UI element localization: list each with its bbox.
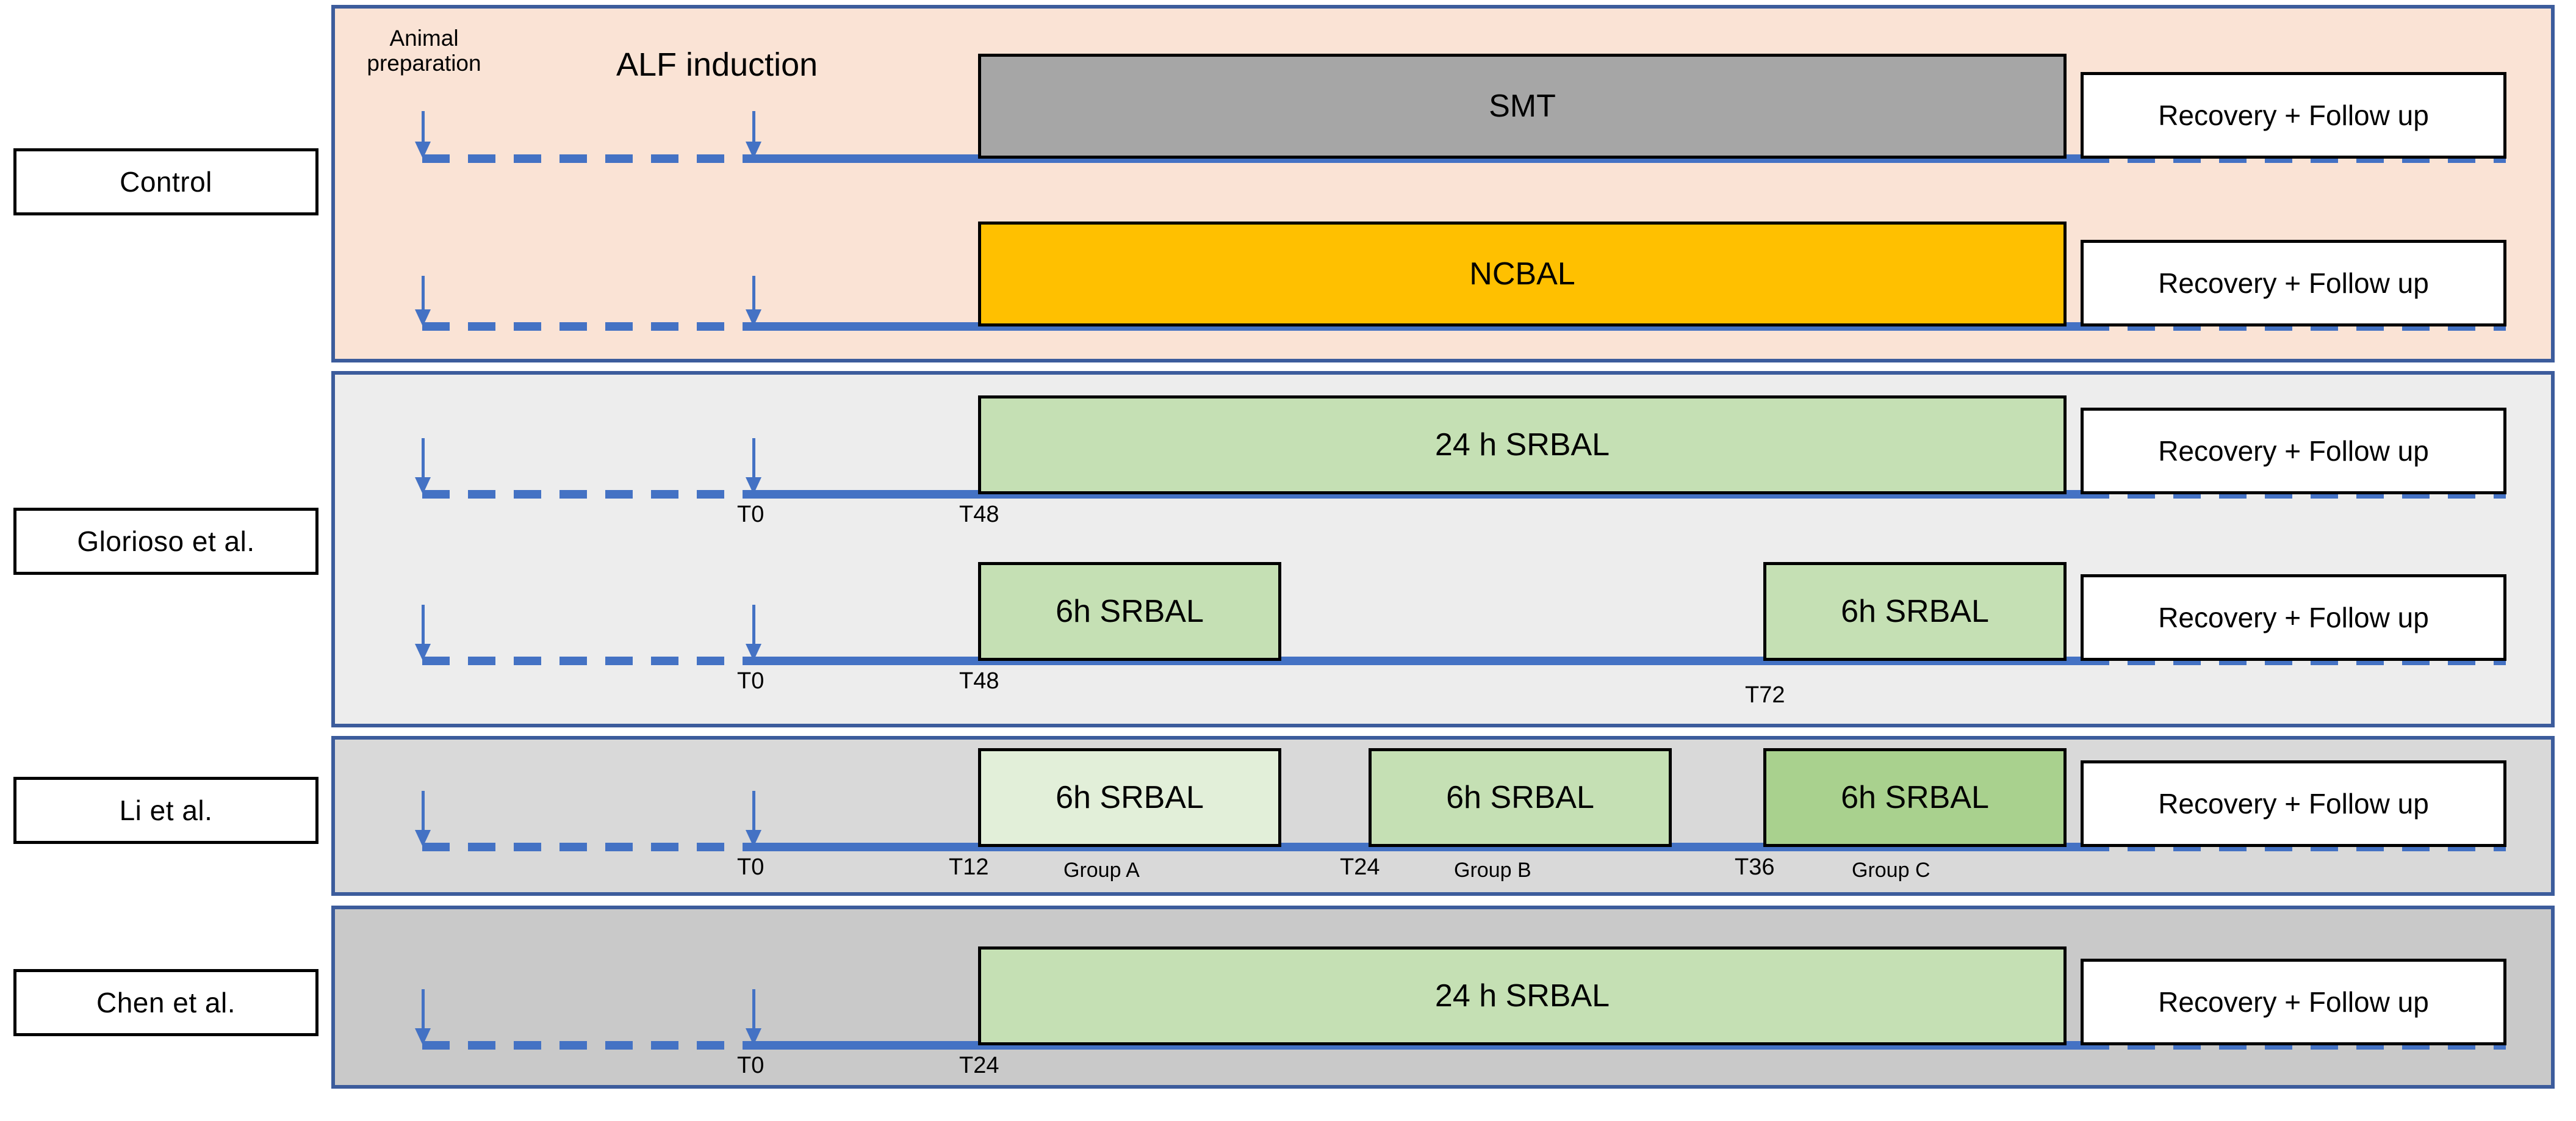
bar-recovery-row3-label: Recovery + Follow up (2158, 435, 2429, 467)
study-label-chen: Chen et al. (13, 969, 318, 1036)
bar-recovery-row4: Recovery + Follow up (2081, 574, 2506, 661)
annotation-alf-induction-text: ALF induction (616, 46, 818, 83)
tick-row5-t0: T0 (737, 854, 765, 880)
arrow-alf-induction-row1 (746, 111, 761, 159)
timeline-dashed-row3 (422, 490, 755, 499)
bar-srbal-6h-row5-b: 6h SRBAL (1369, 748, 1672, 847)
study-label-glorioso-text: Glorioso et al. (77, 525, 255, 557)
bar-recovery-row4-label: Recovery + Follow up (2158, 602, 2429, 633)
tick-row4-t48: T48 (959, 668, 999, 694)
study-label-li-text: Li et al. (119, 795, 213, 826)
arrow-animal-prep-row6 (415, 989, 431, 1045)
study-label-control-text: Control (120, 166, 212, 198)
tick-row4-t0: T0 (737, 668, 765, 694)
annotation-alf-induction: ALF induction (616, 46, 818, 84)
arrow-animal-prep-row1 (415, 111, 431, 159)
bar-recovery-row5: Recovery + Follow up (2081, 760, 2506, 847)
bar-srbal-6h-row5-c: 6h SRBAL (1763, 748, 2067, 847)
bar-smt-row1: SMT (978, 54, 2067, 159)
tick-row3-t48: T48 (959, 502, 999, 527)
bar-srbal-6h-row5-c-label: 6h SRBAL (1841, 780, 1989, 815)
tick-row6-t24: T24 (959, 1053, 999, 1078)
bar-recovery-row2-label: Recovery + Follow up (2158, 267, 2429, 299)
study-label-chen-text: Chen et al. (96, 987, 236, 1018)
study-label-glorioso: Glorioso et al. (13, 508, 318, 575)
bar-ncbal-row2-label: NCBAL (1469, 256, 1575, 292)
arrow-alf-induction-row6 (746, 989, 761, 1045)
bar-recovery-row3: Recovery + Follow up (2081, 408, 2506, 494)
bar-srbal-24h-row3: 24 h SRBAL (978, 395, 2067, 494)
annotation-animal-preparation: Animal preparation (345, 26, 503, 76)
bar-recovery-row5-label: Recovery + Follow up (2158, 788, 2429, 820)
tick-row4-t72: T72 (1745, 682, 1785, 708)
arrow-alf-induction-row5 (746, 791, 761, 847)
bar-srbal-6h-row4-a-label: 6h SRBAL (1056, 594, 1204, 629)
annotation-animal-preparation-line2: preparation (367, 51, 481, 76)
arrow-animal-prep-row5 (415, 791, 431, 847)
bar-srbal-6h-row5-a-label: 6h SRBAL (1056, 780, 1204, 815)
bar-srbal-6h-row4-b: 6h SRBAL (1763, 562, 2067, 661)
tick-row3-t0: T0 (737, 502, 765, 527)
bar-recovery-row1: Recovery + Follow up (2081, 72, 2506, 159)
group-tag-a: Group A (1063, 859, 1140, 882)
tick-row5-t24: T24 (1340, 854, 1380, 880)
bar-recovery-row6-label: Recovery + Follow up (2158, 986, 2429, 1018)
arrow-alf-induction-row2 (746, 276, 761, 326)
tick-row5-t36: T36 (1735, 854, 1775, 880)
tick-row5-t12: T12 (949, 854, 989, 880)
bar-ncbal-row2: NCBAL (978, 222, 2067, 326)
bar-recovery-row1-label: Recovery + Follow up (2158, 99, 2429, 131)
arrow-alf-induction-row4 (746, 605, 761, 661)
timeline-dashed-row6 (422, 1041, 755, 1050)
tick-row6-t0: T0 (737, 1053, 765, 1078)
bar-srbal-6h-row5-a: 6h SRBAL (978, 748, 1281, 847)
bar-recovery-row2: Recovery + Follow up (2081, 240, 2506, 326)
timeline-dashed-row2 (422, 322, 755, 331)
bar-srbal-24h-row6: 24 h SRBAL (978, 946, 2067, 1045)
arrow-animal-prep-row4 (415, 605, 431, 661)
study-label-li: Li et al. (13, 777, 318, 844)
bar-srbal-6h-row4-a: 6h SRBAL (978, 562, 1281, 661)
group-tag-c: Group C (1852, 859, 1930, 882)
bar-srbal-24h-row3-label: 24 h SRBAL (1434, 427, 1610, 463)
bar-recovery-row6: Recovery + Follow up (2081, 959, 2506, 1045)
arrow-animal-prep-row2 (415, 276, 431, 326)
timeline-dashed-row5 (422, 843, 755, 851)
timeline-dashed-row1 (422, 154, 755, 163)
group-tag-b: Group B (1454, 859, 1531, 882)
bar-smt-row1-label: SMT (1489, 88, 1556, 124)
timeline-dashed-row4 (422, 657, 755, 665)
annotation-animal-preparation-line1: Animal (389, 26, 459, 51)
study-label-control: Control (13, 148, 318, 215)
arrow-animal-prep-row3 (415, 438, 431, 494)
arrow-alf-induction-row3 (746, 438, 761, 494)
bar-srbal-6h-row4-b-label: 6h SRBAL (1841, 594, 1989, 629)
bar-srbal-24h-row6-label: 24 h SRBAL (1434, 978, 1610, 1014)
bar-srbal-6h-row5-b-label: 6h SRBAL (1446, 780, 1594, 815)
